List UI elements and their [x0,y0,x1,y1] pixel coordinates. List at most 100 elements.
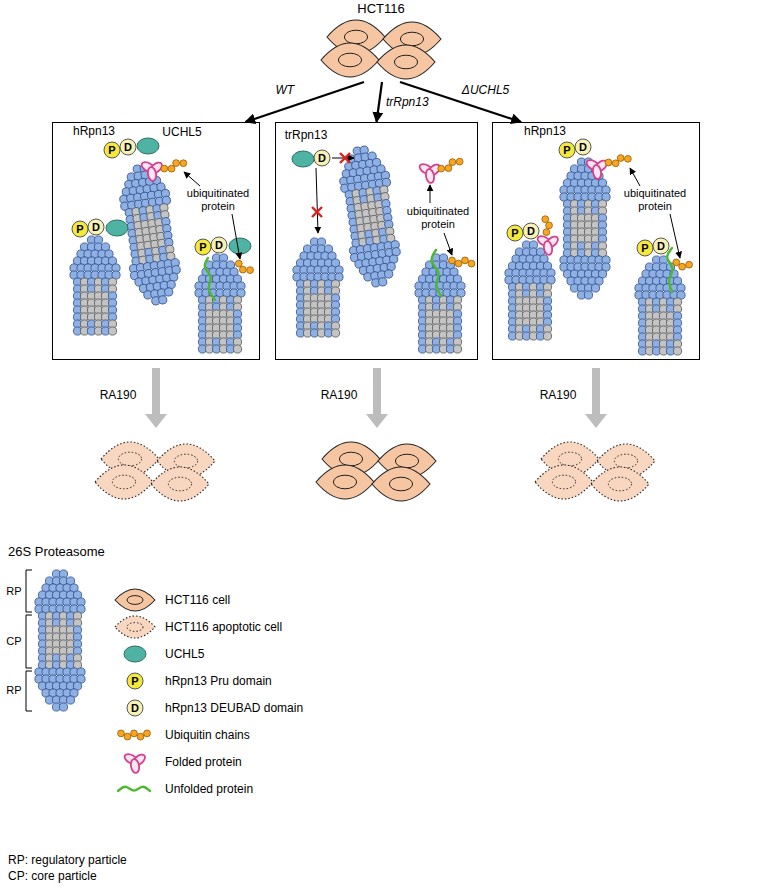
nucleus [344,30,367,44]
deubad-domain [211,237,227,253]
proteasome [335,143,404,290]
ubiquitin [542,216,549,223]
condition-panel: hRpn13UCHL5ubiquitinated protein [52,122,260,360]
ubiquitin [605,159,612,166]
unfolded-protein [118,787,150,791]
bracket [26,615,32,668]
nucleus [168,477,191,491]
proteasome [560,158,610,299]
nucleus [395,454,418,468]
legend-note: 26S Proteasome [8,545,105,559]
ubiquitin [679,263,686,270]
cell-body [591,467,649,501]
cell-body [377,45,435,79]
pru-domain [507,225,523,241]
ubiquitin-chain [118,730,151,740]
regulatory-subunit [66,696,74,704]
condition-label: ΔUCHL5 [460,83,511,97]
core-subunit [673,347,681,355]
unfolded-protein [205,258,215,300]
leader-arrow [670,214,680,258]
ubiquitin [449,159,456,166]
pru-domain [195,239,211,255]
regulatory-subunit [384,269,393,278]
folded-protein [140,160,164,182]
folded-protein [418,162,442,184]
bracket [26,671,32,711]
uchl5 [124,646,146,662]
ubiquitin [180,160,187,167]
ubiquitin [438,165,445,172]
condition-panel: trRpn13 ubiquitinated protein [275,122,478,360]
domain-letter: D [215,238,223,252]
apoptotic-cell [115,616,155,638]
legend-text: UCHL5 [165,647,204,661]
domain-letter: P [641,241,648,255]
domain-letter: D [92,220,100,234]
legend-text: HCT116 cell [165,593,230,607]
treatment-arrow [366,368,388,428]
nucleus [400,32,423,46]
domain-letter: D [131,701,139,715]
regulatory-subunit [164,287,173,296]
apoptotic-cell [95,465,153,499]
deubad-domain [575,139,591,155]
ubiquitin [468,260,475,267]
ubiquitin [445,165,452,172]
condition-label: WT [273,83,296,97]
proteasome [70,236,120,335]
ubiquitin [168,165,175,172]
protein-loop [130,758,140,773]
ubiquitin [137,733,144,740]
legend-note: RP [6,683,21,697]
treatment-arrow [585,368,607,428]
nucleus [394,55,417,69]
protein-loop [147,166,157,181]
regulatory-subunit [59,703,67,711]
domain-letter: P [108,143,115,157]
uchl5 [292,151,314,167]
ubiquitin [449,257,456,264]
cell [321,43,379,77]
ubiquitin [612,160,619,167]
legend-note: CP [6,634,21,648]
uchl5 [137,138,159,154]
treatment-label: RA190 [321,388,358,402]
ubiquitin [543,229,550,236]
ubiquitin [247,267,254,274]
cell-group: HCT116 [322,0,442,82]
treatment-label: RA190 [100,388,137,402]
proteasome [635,256,685,355]
ubiquitin [546,222,553,229]
legend-text: hRpn13 Pru domain [165,674,272,688]
apoptotic-cell [535,465,593,499]
component-label: ubiquitinated protein [400,205,476,231]
cell-body [151,467,209,501]
uchl5 [106,220,128,236]
domain-letter: D [657,239,665,253]
condition-panel: hRpn13ubiquitinated protein [492,122,700,360]
deubad-domain [523,223,539,239]
component-label: trRpn13 [285,129,328,142]
core-subunit [108,327,116,335]
domain-letter: D [318,151,326,165]
ubiquitin [124,733,131,740]
folded-protein [536,234,560,256]
nucleus [174,454,197,468]
ubiquitin [462,257,469,264]
treatment-arrow [145,368,167,428]
legend-text: Folded protein [165,755,242,769]
proteasome [115,161,184,308]
ubiquitin-chain [161,160,187,172]
block-mark [340,153,350,163]
domain-letter: D [527,224,535,238]
legend-note: RP [6,584,21,598]
ubiquitin-chain [673,259,693,270]
legend-text: Unfolded protein [165,782,253,796]
domain-letter: P [76,222,83,236]
cell [316,465,374,499]
cell-body [115,589,155,611]
regulatory-subunit [158,295,167,304]
bracket [26,570,32,612]
leader-arrow [184,172,200,186]
